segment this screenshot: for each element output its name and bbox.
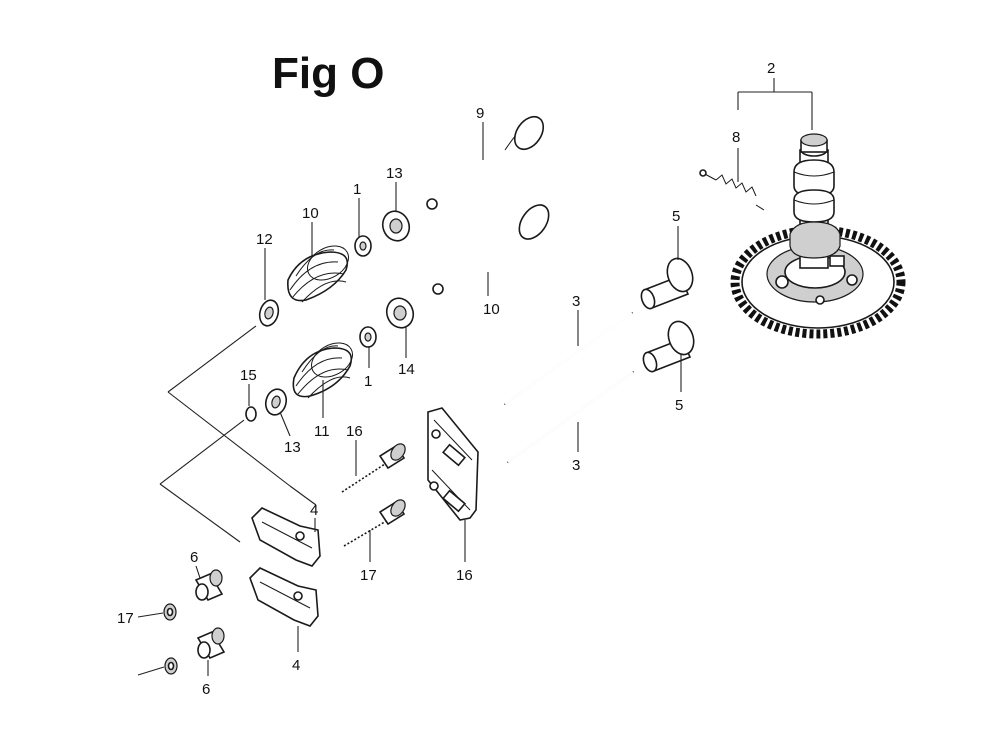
valve-seal-lower [385, 297, 415, 329]
lock-nut-upper [163, 603, 177, 621]
valve-spring-lower [292, 342, 353, 399]
valve-collet-upper [354, 235, 372, 257]
callout-labels: 2 8 9 10 1 1 13 14 10 11 12 13 15 5 5 3 … [117, 60, 775, 698]
callout-5-lower: 5 [675, 397, 683, 414]
callout-15: 16 [456, 567, 473, 584]
callout-3-upper: 3 [572, 293, 580, 310]
callout-11: 12 [256, 231, 273, 248]
callout-16-lower: 17 [360, 567, 377, 584]
rocker-arm-lower [249, 567, 319, 627]
push-rod-lower [507, 371, 634, 463]
rocker-arm-upper [251, 507, 321, 567]
callout-4-lower: 4 [292, 657, 300, 674]
rocker-pivot-upper [194, 569, 224, 602]
callout-12: 13 [284, 439, 301, 456]
exhaust-valve [432, 204, 550, 295]
callout-13-lower: 14 [398, 361, 415, 378]
leader-lines [137, 78, 813, 676]
callout-5-upper: 5 [672, 208, 680, 225]
rocker-pivot-lower [196, 627, 226, 660]
callout-10-lower: 11 [314, 423, 330, 440]
callout-6-upper: 6 [190, 549, 198, 566]
callout-6-lower: 6 [202, 681, 210, 698]
callout-17-upper: 17 [117, 610, 134, 627]
callout-1-lower: 1 [364, 373, 372, 390]
valve-lifter-upper [640, 257, 694, 310]
valve-spring-upper [287, 245, 349, 303]
push-rod-upper [504, 312, 633, 405]
valve-collet-lower [359, 326, 377, 348]
figure-title: Fig O [272, 49, 384, 98]
rotator-cap-14 [245, 406, 257, 422]
pivot-bolt-lower [343, 499, 406, 547]
callout-3-lower: 3 [572, 457, 580, 474]
pivot-bolt-upper [341, 443, 406, 493]
callout-2: 2 [767, 60, 775, 77]
callout-1-upper: 1 [353, 181, 361, 198]
valve-seal-upper [381, 210, 411, 242]
camshaft-gear [730, 133, 906, 339]
callout-14: 15 [240, 367, 257, 384]
callout-9: 10 [483, 301, 500, 318]
valve-lifter-lower [642, 320, 695, 373]
callout-7: 8 [732, 129, 740, 146]
callout-4-upper: 4 [310, 502, 318, 519]
callout-8: 9 [476, 105, 484, 122]
callout-10-upper: 10 [302, 205, 319, 222]
spring-retainer-11 [258, 299, 280, 327]
push-rod-guide-plate [427, 407, 479, 521]
lock-nut-lower [164, 657, 178, 675]
callout-13-upper: 13 [386, 165, 403, 182]
intake-valve [426, 115, 545, 210]
decompressor-spring [699, 169, 765, 211]
spring-retainer-12 [264, 388, 288, 416]
callout-16-upper: 16 [346, 423, 363, 440]
